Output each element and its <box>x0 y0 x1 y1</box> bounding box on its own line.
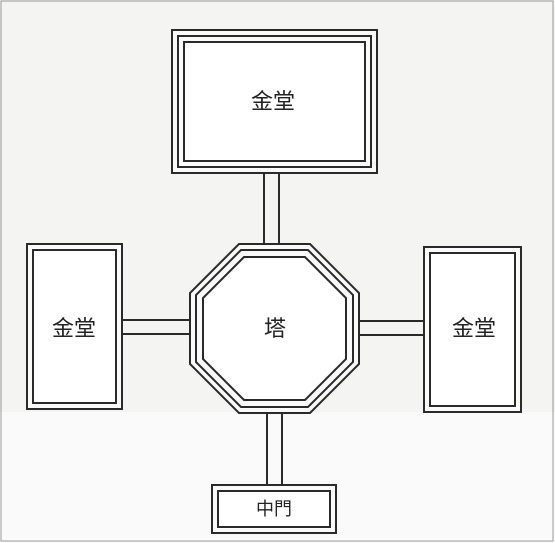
corridor-east <box>357 320 424 336</box>
main-hall-east-label: 金堂 <box>452 317 496 342</box>
pagoda-label: 塔 <box>264 317 286 342</box>
main-hall-west <box>26 243 123 410</box>
main-hall-north <box>171 29 378 174</box>
middle-gate <box>211 484 337 534</box>
main-hall-east <box>423 246 522 413</box>
pagoda-octagon <box>189 243 360 414</box>
corridor-south <box>266 412 283 485</box>
corridor-west <box>122 319 190 335</box>
main-hall-north-label: 金堂 <box>251 90 295 115</box>
middle-gate-label: 中門 <box>256 499 292 520</box>
corridor-north <box>263 173 280 244</box>
main-hall-west-label: 金堂 <box>52 317 96 342</box>
